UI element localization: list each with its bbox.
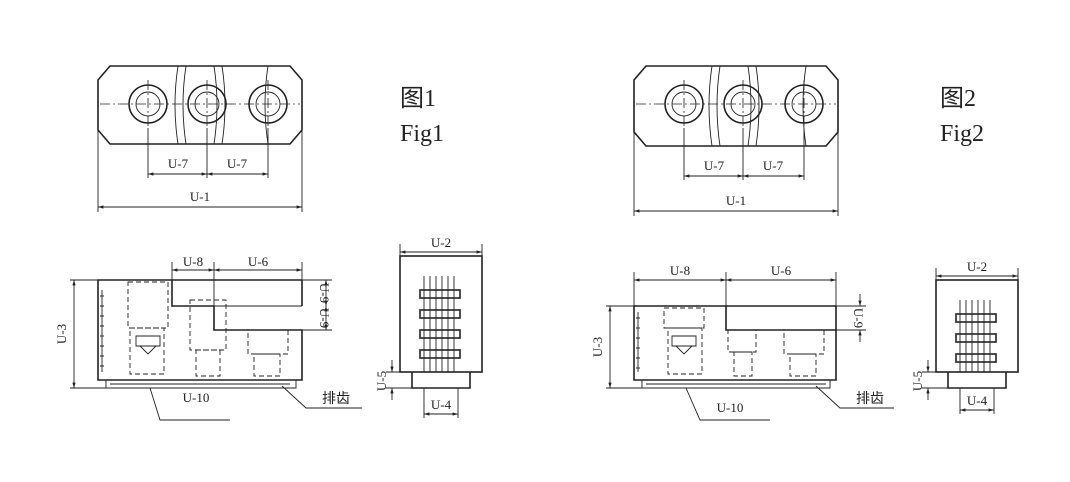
dim-u9: U-9	[851, 308, 866, 328]
fig2-title-cn: 图2	[940, 86, 976, 112]
dim-u1: U-1	[726, 193, 746, 208]
fig2-top-view: U-7 U-7 U-1	[633, 65, 839, 216]
fig1-front-view: U-3 U-8 U-6 U-9 U-9 U-10 排齿	[54, 254, 362, 421]
dim-u6: U-6	[248, 254, 269, 269]
fig1-top-view: U-7 U-7 U-1	[97, 65, 303, 212]
dim-u2: U-2	[967, 259, 987, 274]
dim-u3: U-3	[590, 337, 605, 357]
dim-u6: U-6	[771, 263, 792, 278]
dim-u4: U-4	[967, 393, 988, 408]
dim-u7-b: U-7	[227, 156, 248, 171]
teeth-label: 排齿	[322, 391, 350, 407]
dim-u9-b: U-9	[317, 308, 332, 328]
dim-u8: U-8	[183, 254, 203, 269]
dim-u10: U-10	[183, 390, 210, 405]
dim-u8: U-8	[670, 263, 690, 278]
dim-u5: U-5	[374, 371, 389, 391]
dim-u10: U-10	[717, 400, 744, 415]
fig2-side-view: U-2 U-4 U-5	[910, 259, 1019, 414]
dim-u1: U-1	[190, 189, 210, 204]
dim-u7-b: U-7	[763, 158, 784, 173]
dim-u4: U-4	[431, 397, 452, 412]
dim-u9-a: U-9	[317, 283, 332, 303]
fig1-title-cn: 图1	[400, 86, 436, 112]
dim-u7-a: U-7	[704, 158, 725, 173]
dim-u3: U-3	[54, 324, 69, 344]
dim-u5: U-5	[910, 371, 925, 391]
dim-u2: U-2	[431, 235, 451, 250]
fig2-front-view: U-3 U-8 U-6 U-9 U-10 排齿	[590, 263, 894, 421]
dim-u7-a: U-7	[168, 156, 189, 171]
fig1-side-view: U-2 U-4 U-5	[374, 235, 483, 418]
fig2-title-en: Fig2	[940, 121, 984, 147]
fig1-title-en: Fig1	[400, 121, 444, 147]
teeth-label: 排齿	[856, 391, 884, 407]
